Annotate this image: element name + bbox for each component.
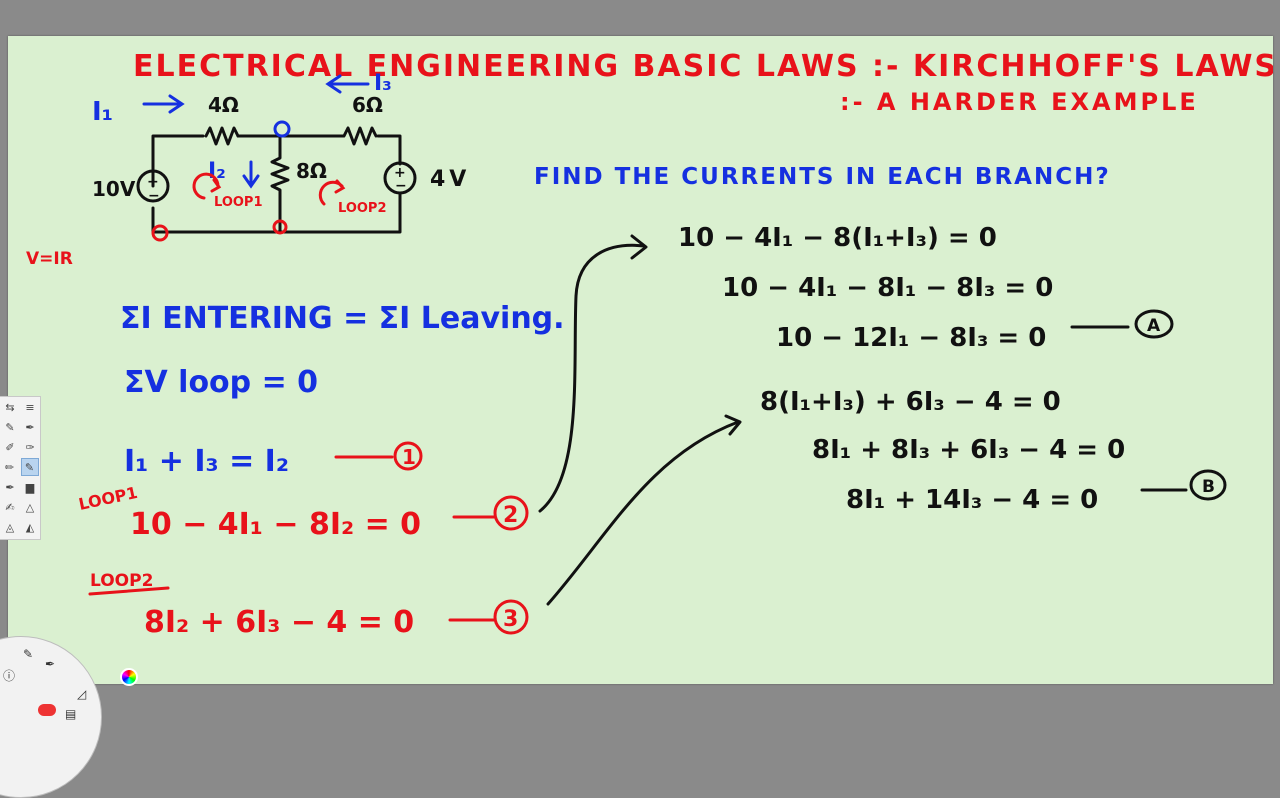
eq2-tag: 2 — [503, 503, 518, 528]
loop1-arrow-icon — [192, 172, 222, 200]
source-4v-plus: + — [394, 165, 406, 181]
loop2-heading: LOOP2 — [90, 571, 153, 591]
label-4v: 4V — [430, 167, 470, 192]
marker-tool-icon[interactable]: ✐ — [5, 440, 15, 454]
title-line-2: :- A HARDER EXAMPLE — [840, 88, 1199, 116]
brush-tool-icon[interactable]: ✑ — [25, 440, 35, 454]
fountain-pen-tool-icon[interactable]: ✒ — [5, 480, 15, 494]
equation-b1: 8(I₁+I₃) + 6I₃ − 4 = 0 — [760, 387, 1061, 417]
ohm-law-note: V=IR — [26, 249, 73, 269]
label-6-ohm: 6Ω — [352, 93, 383, 117]
node-top — [273, 120, 291, 138]
equation-1: I₁ + I₃ = I₂ — [124, 444, 289, 479]
label-loop2: LOOP2 — [338, 201, 387, 216]
resistor-6-ohm — [342, 126, 378, 146]
label-8-ohm: 8Ω — [296, 159, 327, 183]
eraser-icon[interactable]: ◿ — [77, 687, 87, 701]
eq-a-tag-circle — [1134, 309, 1174, 339]
ink-pen-tool-icon[interactable]: ✏ — [4, 460, 15, 474]
arrow-eq3-to-b-icon — [546, 414, 742, 606]
label-i3: I₃ — [374, 71, 392, 96]
i1-arrow-icon — [142, 94, 185, 114]
label-4-ohm: 4Ω — [208, 93, 239, 117]
equation-2: 10 − 4I₁ − 8I₂ = 0 — [130, 507, 421, 542]
source-10v — [136, 169, 170, 203]
node-bottom-left — [151, 224, 169, 242]
node-bottom-mid — [272, 219, 288, 235]
resistor-4-ohm — [204, 126, 240, 146]
pen-icon[interactable]: ✒ — [45, 657, 56, 671]
pencil-tool-icon[interactable]: ✎ — [5, 420, 15, 434]
ink-layer: ELECTRICAL ENGINEERING BASIC LAWS :- KIR… — [26, 49, 1273, 640]
loop2-underline — [88, 586, 170, 596]
calligraphy-tool-icon[interactable]: ✍ — [5, 500, 15, 514]
eq1-tag: 1 — [402, 445, 416, 469]
kcl-law: ΣI ENTERING = ΣI Leaving. — [120, 301, 565, 336]
label-i1: I₁ — [92, 97, 113, 127]
info-icon[interactable]: ⓘ — [3, 669, 16, 683]
source-4v — [383, 161, 417, 195]
source-10v-plus: + — [147, 174, 159, 190]
i2-arrow-icon — [242, 160, 260, 189]
eq-b-tag: B — [1202, 477, 1215, 497]
pen-tool-palette: ⇆ ≡ ✎ ✒ ✐ ✑ ✏ ✎ ✒ ▆ ✍ △ ◬ ◭ — [0, 396, 41, 540]
question-text: FIND THE CURRENTS IN EACH BRANCH? — [534, 164, 1111, 190]
source-4v-minus: − — [395, 178, 407, 194]
arrow-eq2-to-a-icon — [538, 234, 648, 513]
record-icon[interactable] — [38, 704, 56, 716]
kvl-law: ΣV loop = 0 — [124, 365, 318, 400]
selected-pen-tool-icon[interactable]: ✎ — [20, 458, 39, 476]
i3-arrow-icon — [325, 74, 370, 94]
eraser-soft-icon[interactable]: ◬ — [5, 520, 15, 534]
equation-a3: 10 − 12I₁ − 8I₃ = 0 — [776, 323, 1046, 353]
equation-a1: 10 − 4I₁ − 8(I₁+I₃) = 0 — [678, 223, 997, 253]
eq3-tag: 3 — [503, 607, 518, 632]
swap-icon[interactable]: ⇆ — [5, 400, 15, 414]
color-wheel-icon[interactable] — [120, 668, 138, 686]
equation-b3: 8I₁ + 14I₃ − 4 = 0 — [846, 485, 1098, 515]
menu-icon[interactable]: ≡ — [25, 400, 35, 414]
airbrush-tool-icon[interactable]: △ — [25, 500, 35, 514]
pen-tool-icon[interactable]: ✒ — [25, 420, 35, 434]
title-line-1: ELECTRICAL ENGINEERING BASIC LAWS :- KIR… — [133, 49, 1273, 84]
eraser-hard-icon[interactable]: ◭ — [25, 520, 35, 534]
equation-b2: 8I₁ + 8I₃ + 6I₃ − 4 = 0 — [812, 435, 1125, 465]
resistor-8-ohm — [270, 134, 290, 234]
whiteboard-canvas[interactable]: ELECTRICAL ENGINEERING BASIC LAWS :- KIR… — [8, 36, 1273, 684]
equation-a2: 10 − 4I₁ − 8I₁ − 8I₃ = 0 — [722, 273, 1053, 303]
eq2-tag-circle — [493, 495, 529, 531]
equation-3: 8I₂ + 6I₃ − 4 = 0 — [144, 605, 414, 640]
eq3-tag-circle — [493, 599, 529, 635]
source-10v-minus: − — [148, 188, 160, 204]
fill-tool-icon[interactable]: ▆ — [25, 480, 35, 494]
brush-icon[interactable]: ✎ — [23, 647, 34, 661]
label-loop1: LOOP1 — [214, 195, 263, 210]
label-10v: 10V — [92, 177, 136, 201]
loop2-arrow-icon — [318, 179, 346, 206]
layers-icon[interactable]: ▤ — [65, 707, 77, 721]
eq-a-tag: A — [1147, 316, 1161, 336]
eq1-tag-circle — [393, 441, 423, 471]
eq-b-tag-circle — [1189, 469, 1227, 501]
